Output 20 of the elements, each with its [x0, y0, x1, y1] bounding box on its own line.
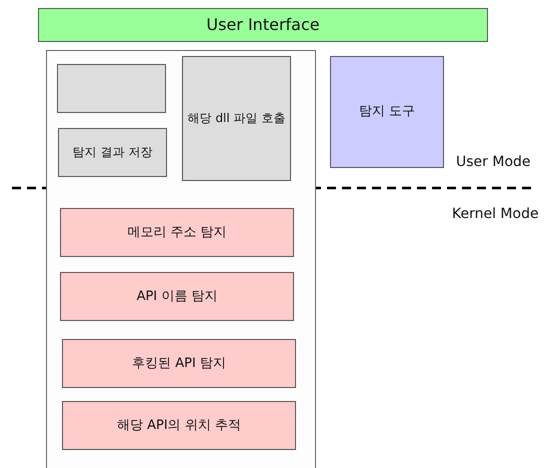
tool-box — [330, 56, 444, 168]
box-label: 후킹된 API 탐지 — [132, 356, 226, 372]
process-box — [60, 272, 294, 321]
box-label: 메모리 주소 탐지 — [127, 224, 227, 240]
box-label: 탐지 결과 저장 — [72, 145, 152, 160]
box-label: 해당 dll 파일 호출 — [188, 111, 286, 126]
container-panel — [46, 50, 316, 468]
empty-box — [57, 64, 166, 113]
mode-label: Kernel Mode — [452, 206, 539, 222]
box-label: User Interface — [206, 15, 320, 35]
box-label: 탐지 도구 — [358, 104, 416, 120]
mode-label: User Mode — [456, 154, 531, 170]
box-label: API 이름 탐지 — [136, 288, 218, 304]
process-box — [58, 128, 167, 177]
process-box — [182, 56, 291, 181]
process-box — [62, 339, 296, 388]
box-label: 해당 API의 위치 추적 — [117, 418, 241, 434]
process-box — [60, 208, 294, 257]
process-box — [62, 401, 296, 450]
interface-bar — [38, 8, 488, 42]
